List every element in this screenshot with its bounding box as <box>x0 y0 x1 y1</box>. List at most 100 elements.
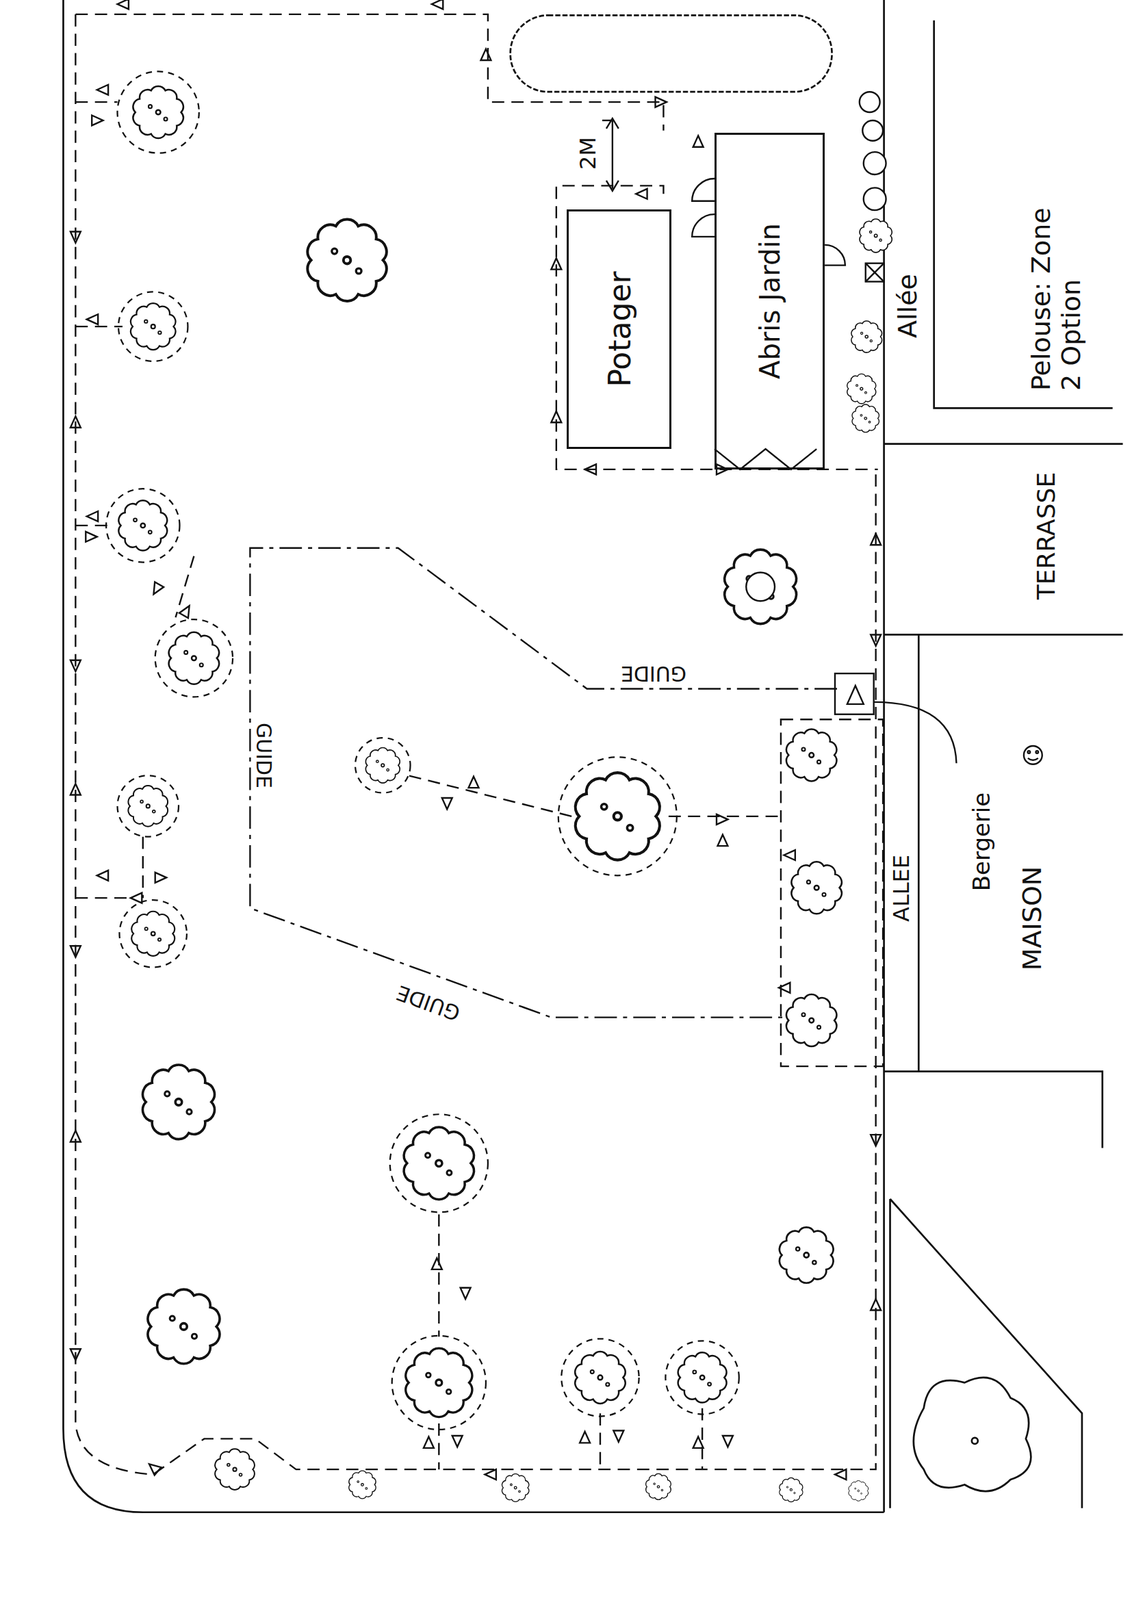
property-boundary <box>917 634 920 1072</box>
large-shrub <box>913 1377 1032 1492</box>
label-holder: Bergerie <box>968 789 996 894</box>
tree-symbol <box>127 785 168 827</box>
bergerie-symbol <box>873 702 957 764</box>
guide-arrow <box>778 982 790 994</box>
tree-canopy-dashed <box>155 619 233 697</box>
guide-arrow <box>480 49 491 61</box>
area-name: Abris Jardin <box>754 223 786 380</box>
tree-canopy-dashed <box>392 1335 486 1430</box>
border-shrubs <box>859 219 892 253</box>
hedge <box>510 15 833 92</box>
tree-canopy-dashed <box>355 737 411 794</box>
border-shrubs <box>852 404 879 433</box>
guide-arrow <box>834 1469 846 1480</box>
guide-arrow <box>550 411 562 423</box>
tree-symbol <box>365 748 400 784</box>
bergerie-symbol <box>1027 758 1039 761</box>
guide-label: GUIDE <box>617 661 689 686</box>
label-holder: Pelouse: Zone 2 Option <box>1026 188 1087 394</box>
tree-symbol <box>214 1448 255 1490</box>
guide-arrow <box>722 1435 733 1447</box>
guide-arrow <box>460 1288 471 1299</box>
guide-arrow <box>145 1460 161 1476</box>
tree-symbol <box>405 1348 473 1417</box>
guide-arrow <box>870 533 881 545</box>
fence-guide-line <box>143 556 703 1471</box>
area-name: Potager <box>601 271 637 387</box>
border-shrubs <box>865 263 885 282</box>
bergerie-symbol <box>847 685 864 705</box>
guide-arrow <box>117 0 129 9</box>
terrace-label: TERRASSE <box>1032 469 1061 603</box>
label-holder: TERRASSE <box>1032 469 1061 603</box>
tree-symbol <box>848 1481 869 1502</box>
tree-symbol <box>724 549 797 625</box>
guide-label: GUIDE <box>251 719 276 792</box>
guide-arrow <box>783 850 795 861</box>
property-boundary <box>62 0 1123 1513</box>
fence-guide-line <box>556 185 879 470</box>
property-boundary <box>884 633 1124 636</box>
bergerie-symbol <box>1027 750 1031 754</box>
tree-symbol <box>646 1473 672 1500</box>
tree-symbol <box>118 86 868 1503</box>
bergerie-symbol <box>1023 745 1043 765</box>
tree-canopy-dashed <box>106 71 740 1430</box>
guide-arrow <box>693 1436 704 1448</box>
guide-zone <box>249 548 838 1018</box>
tree-symbol <box>786 994 837 1047</box>
tree-symbol <box>147 1289 220 1365</box>
border-shrubs <box>745 91 892 601</box>
guide-arrow <box>442 798 453 809</box>
guide-arrow <box>86 314 98 325</box>
tree-canopy-dashed <box>117 71 200 153</box>
tree-canopy-dashed <box>665 1340 739 1414</box>
fence-guide-line <box>780 719 883 1067</box>
guide-arrow <box>717 834 728 846</box>
label-holder: GUIDE <box>251 719 276 792</box>
guide-arrow <box>716 814 728 825</box>
large-shrub <box>913 1377 1032 1492</box>
guide-arrow <box>585 464 597 475</box>
vegetable-garden-box: Potager <box>566 209 673 449</box>
shed-doors <box>602 118 846 470</box>
garden-shed-box: Abris Jardin <box>714 132 825 470</box>
guide-arrow <box>70 1130 81 1142</box>
shed-doors <box>691 214 715 237</box>
guide-arrow <box>655 97 667 108</box>
guide-arrow <box>468 776 480 788</box>
tree-canopy-dashed <box>106 488 180 562</box>
bergerie-symbol <box>1036 750 1039 754</box>
tree-symbol <box>791 861 842 914</box>
property-boundary <box>884 442 1124 445</box>
tree-symbol <box>130 303 176 350</box>
tree-symbol <box>307 219 387 302</box>
guide-arrow <box>613 1430 624 1442</box>
guide-arrow <box>97 84 109 96</box>
tree-symbol <box>779 1477 803 1502</box>
tree-canopy-dashed <box>561 1338 639 1417</box>
guide-arrow <box>86 511 98 522</box>
guide-arrow <box>70 1348 81 1360</box>
guide-arrow <box>70 783 81 795</box>
lawn-note: Pelouse: Zone 2 Option <box>1026 188 1087 394</box>
guide-arrow <box>70 416 81 428</box>
guide-arrow <box>423 1436 434 1448</box>
tree-symbol <box>349 1470 376 1499</box>
shed-doors <box>691 178 715 202</box>
guide-arrow <box>431 0 443 9</box>
guide-arrow <box>130 893 142 904</box>
guide-arrow <box>870 634 881 646</box>
guide-arrow <box>70 231 81 243</box>
tree-symbol <box>118 500 167 551</box>
tree-symbol <box>779 1227 834 1283</box>
tree-symbol <box>574 1351 625 1404</box>
path-label: ALLEE <box>889 852 915 925</box>
tree-symbol <box>678 1352 727 1403</box>
property-boundary <box>890 1199 1083 1509</box>
large-shrub <box>971 1437 979 1445</box>
border-shrubs <box>745 572 775 601</box>
guide-arrow <box>550 258 562 269</box>
tree-symbol <box>502 1474 530 1503</box>
tree-canopy-dashed <box>117 775 179 837</box>
